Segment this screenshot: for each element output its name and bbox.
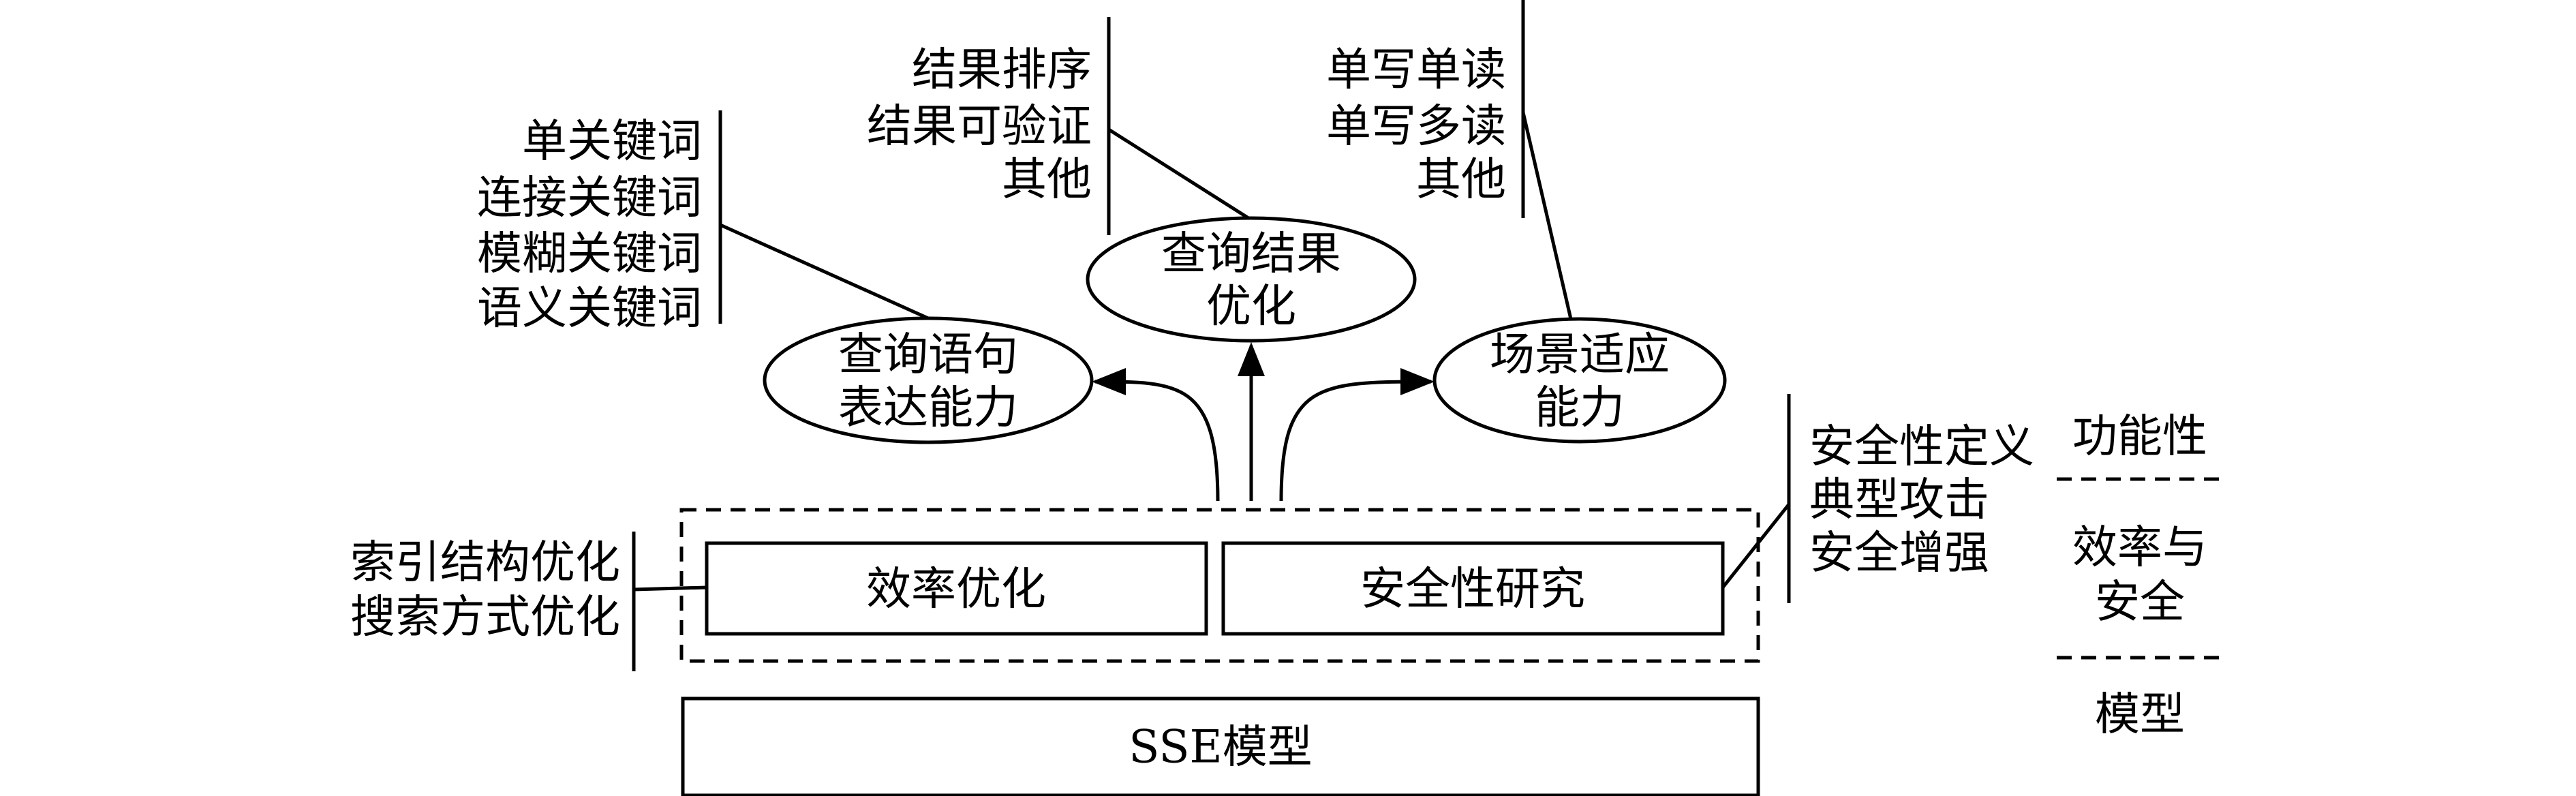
result-optimization-item: 其他	[1002, 153, 1092, 206]
scenario-line2: 能力	[1535, 382, 1625, 434]
query-expression-item: 连接关键词	[477, 172, 702, 224]
security-box: 安全性研究	[1221, 541, 1725, 636]
layer-model-label: 模型	[2095, 688, 2185, 741]
query-expression-node: 查询语句 表达能力	[763, 316, 1094, 444]
result-optimization-item: 结果排序	[912, 44, 1092, 96]
query-expression-item: 单关键词	[522, 115, 702, 168]
scenario-connector	[1521, 112, 1573, 320]
arrow-to-query-expression	[1092, 368, 1220, 502]
layer-efficiency-security-line1: 效率与	[2072, 521, 2207, 574]
query-expression-items: 单关键词 连接关键词 模糊关键词 语义关键词	[477, 110, 930, 335]
efficiency-label: 效率优化	[866, 563, 1046, 615]
layer-efficiency-security-line2: 安全	[2095, 576, 2185, 628]
efficiency-items: 索引结构优化 搜索方式优化	[350, 532, 707, 671]
efficiency-item: 搜索方式优化	[350, 591, 620, 643]
sse-model-box: SSE模型	[681, 696, 1760, 796]
efficiency-item: 索引结构优化	[350, 536, 620, 589]
scenario-item: 单写多读	[1326, 100, 1506, 153]
scenario-items: 单写单读 单写多读 其他	[1326, 0, 1573, 320]
result-optimization-item: 结果可验证	[867, 100, 1092, 153]
query-expression-item: 语义关键词	[477, 282, 702, 335]
scenario-item: 其他	[1416, 153, 1506, 206]
security-item: 安全增强	[1809, 527, 1989, 579]
scenario-line1: 场景适应	[1490, 328, 1670, 381]
efficiency-security-container	[679, 508, 1760, 663]
result-optimization-line2: 优化	[1206, 280, 1296, 333]
security-label: 安全性研究	[1360, 563, 1585, 615]
layer-legend: 功能性 效率与 安全 模型	[2057, 410, 2227, 741]
query-expression-line2: 表达能力	[838, 382, 1018, 434]
query-expression-item: 模糊关键词	[477, 228, 702, 280]
query-expression-line1: 查询语句	[838, 328, 1018, 381]
arrow-to-scenario	[1279, 368, 1435, 502]
result-optimization-line1: 查询结果	[1161, 228, 1341, 280]
scenario-item: 单写单读	[1326, 44, 1506, 96]
result-optimization-connector	[1107, 127, 1250, 220]
result-optimization-items: 结果排序 结果可验证 其他	[867, 17, 1250, 235]
sse-model-label: SSE模型	[1129, 721, 1312, 774]
scenario-node: 场景适应 能力	[1432, 317, 1727, 444]
security-item: 典型攻击	[1809, 474, 1989, 526]
query-expression-connector	[719, 223, 930, 320]
layer-function-label: 功能性	[2072, 410, 2207, 463]
security-item: 安全性定义	[1809, 420, 2034, 473]
efficiency-connector	[633, 585, 707, 592]
security-items: 安全性定义 典型攻击 安全增强	[1721, 394, 2034, 603]
security-connector	[1721, 503, 1790, 589]
efficiency-box: 效率优化	[705, 541, 1208, 636]
result-optimization-node: 查询结果 优化	[1086, 216, 1417, 343]
